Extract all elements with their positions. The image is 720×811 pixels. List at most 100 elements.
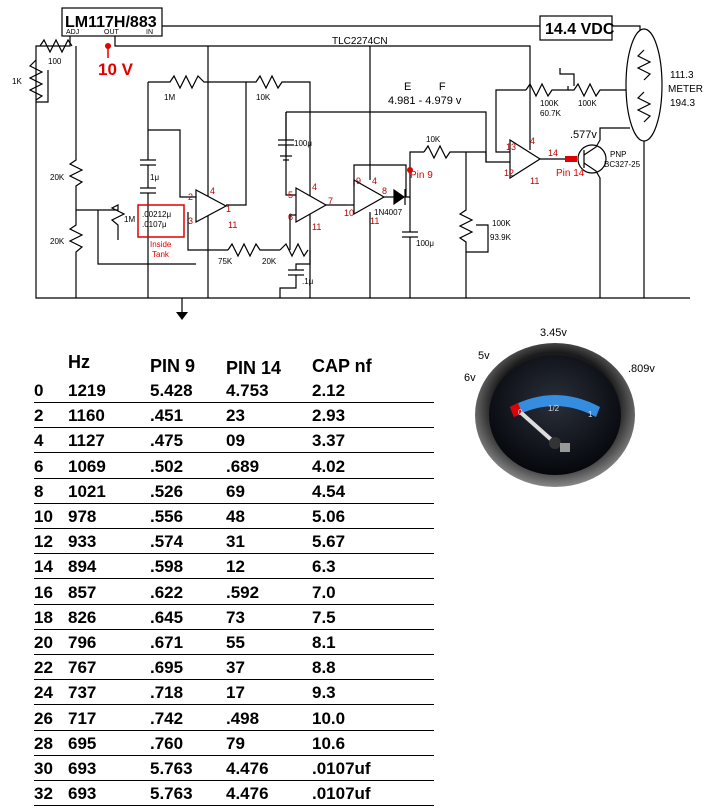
resistor-1k-label: 1K [12, 77, 22, 86]
cell-hz: 1127 [68, 431, 105, 451]
cell-hz: 695 [68, 733, 97, 753]
gauge-top-voltage: 3.45v [540, 327, 567, 339]
gauge-scale-half: 1/2 [548, 404, 560, 413]
cell-pin14: 69 [226, 481, 245, 501]
cap-1u-label: 1μ [150, 173, 159, 182]
pin-c4: 4 [372, 176, 377, 186]
output-voltage-label: 10 V [98, 60, 134, 79]
pin-a11: 11 [228, 220, 237, 230]
cell-cap: .0107uf [312, 759, 371, 778]
cell-pin14: 31 [226, 532, 245, 552]
resistor-100k-label: 100K [492, 219, 511, 228]
header-pin14: PIN 14 [226, 358, 282, 378]
cell-pin9: 5.428 [150, 381, 193, 400]
pin-c10: 10 [344, 208, 354, 218]
pin-b6: 6 [288, 212, 293, 222]
cell-pin14: 4.476 [226, 784, 269, 804]
cell-cap: 10.0 [312, 708, 346, 728]
resistor-20k-b-label: 20K [50, 237, 65, 246]
ef-values: 4.981 - 4.979 v [388, 95, 462, 107]
pin-d14: 14 [548, 148, 558, 158]
cell-hz: 894 [68, 557, 97, 577]
header-hz: Hz [68, 352, 90, 372]
cell-cap: 8.8 [312, 658, 336, 678]
cell-cap: 2.12 [312, 381, 346, 400]
resistor-100-label: 100 [48, 57, 62, 66]
cell-pin14: 73 [226, 607, 245, 627]
row-index: 24 [34, 683, 53, 703]
cell-pin9: .574 [150, 532, 184, 552]
cell-pin9: 5.763 [150, 784, 193, 804]
pin-c11: 11 [370, 216, 379, 226]
cell-cap: 5.06 [312, 507, 346, 526]
cell-hz: 933 [68, 532, 97, 552]
reg-pin-in: IN [146, 29, 153, 36]
resistor-100k-b-label: 100K [578, 99, 597, 108]
tank-caps-line1: .00212μ [142, 210, 171, 219]
pin-a2: 2 [188, 192, 193, 202]
row-index: 2 [34, 406, 44, 426]
cell-pin9: .556 [150, 507, 184, 526]
row-index: 4 [34, 431, 44, 451]
meter-top-value: 111.3 [670, 70, 694, 81]
pin14-label: Pin 14 [556, 168, 585, 179]
cell-pin9: .475 [150, 431, 184, 451]
cell-cap: 3.37 [312, 431, 346, 451]
cell-pin9: .451 [150, 406, 184, 426]
pin-d4: 4 [530, 136, 535, 146]
cell-pin14: 17 [226, 683, 245, 703]
cell-pin9: .760 [150, 733, 184, 753]
regulator-label: LM117H/883 [65, 14, 157, 31]
cell-pin14: 79 [226, 733, 245, 753]
cell-pin9: .526 [150, 481, 184, 501]
cell-hz: 857 [68, 582, 97, 602]
meter-label: METER [668, 84, 703, 95]
cell-pin9: .742 [150, 708, 184, 728]
fuel-pump-icon [560, 443, 570, 452]
cell-pin14: 48 [226, 507, 245, 526]
pin-c8: 8 [382, 186, 387, 196]
header-pin9: PIN 9 [150, 356, 196, 376]
row-index: 18 [34, 607, 53, 627]
row-index: 12 [34, 532, 53, 552]
resistor-1m-top-label: 1M [164, 93, 175, 102]
row-index: 30 [34, 759, 53, 778]
reg-pin-out: OUT [104, 29, 120, 36]
ef-labels: E F [404, 81, 446, 93]
row-index: 32 [34, 784, 53, 804]
resistor-10k-mid-label: 10K [426, 135, 441, 144]
cell-pin14: 4.753 [226, 381, 269, 400]
fuel-gauge-photo: 0 1/2 1 [475, 343, 635, 487]
resistor-1m-mid-label: 1M [124, 215, 135, 224]
gauge-scale-empty: 0 [518, 408, 523, 417]
circuit-schematic: LM117H/883 ADJ OUT IN 14.4 VDC TLC2274CN… [12, 7, 703, 320]
pin-b4: 4 [312, 182, 317, 192]
cell-pin14: 37 [226, 658, 245, 678]
pin-b5: 5 [288, 190, 293, 200]
cell-cap: 2.93 [312, 406, 346, 426]
row-index: 8 [34, 481, 44, 501]
cell-pin9: .645 [150, 607, 184, 627]
cell-pin14: .689 [226, 456, 260, 476]
transistor-type: PNP [610, 150, 626, 159]
transistor-part: BC327-25 [604, 160, 641, 169]
opamp-chip-label: TLC2274CN [332, 36, 388, 47]
resistor-20k-c-label: 20K [262, 257, 277, 266]
cell-pin9: 5.763 [150, 759, 193, 778]
transistor-voltage: .577v [570, 129, 597, 141]
cell-hz: 693 [68, 759, 97, 778]
row-index: 28 [34, 733, 53, 753]
gauge-left-lower-voltage: 6v [464, 372, 476, 384]
cell-pin14: 55 [226, 633, 245, 652]
pin-a1: 1 [226, 204, 231, 214]
